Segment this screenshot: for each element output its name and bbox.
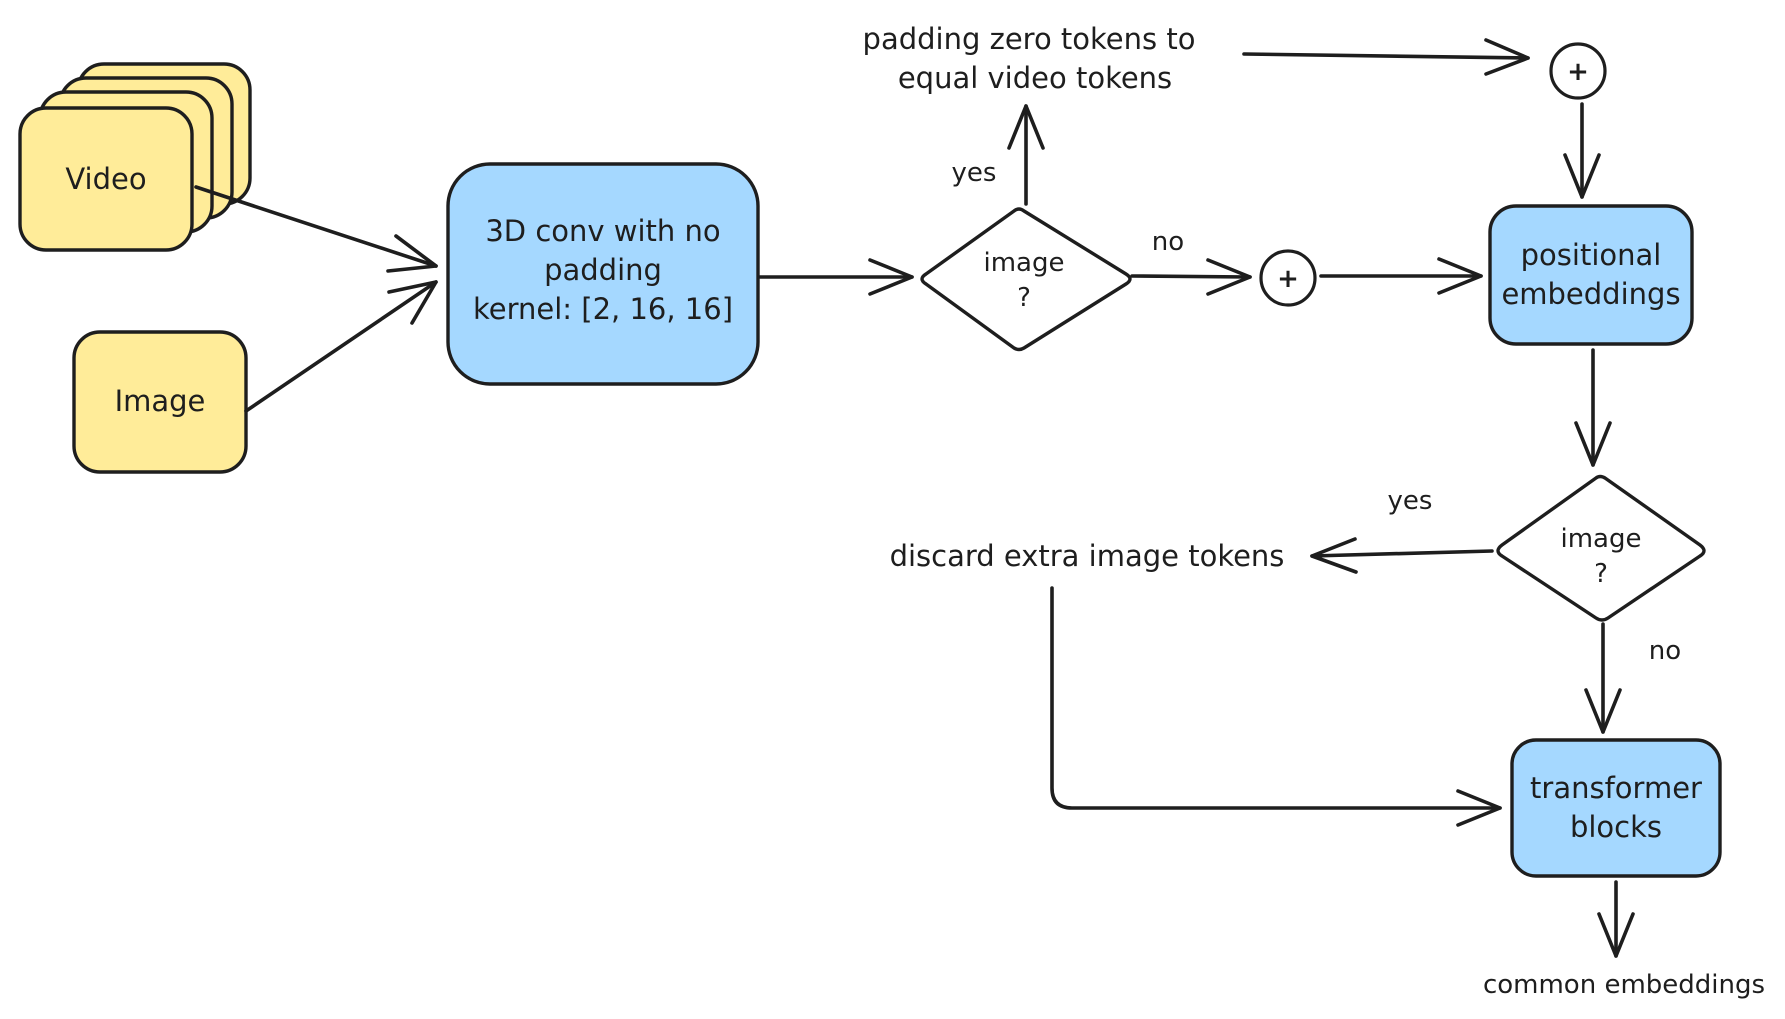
positional-label-line-2: embeddings <box>1501 277 1680 311</box>
plus-top-label: + <box>1567 57 1589 87</box>
edge-plus-mid-to-positional <box>1319 257 1483 295</box>
edge-positional-to-decision-2 <box>1574 348 1612 467</box>
edge-discard-to-transformer <box>1050 586 1502 827</box>
transformer-box <box>1510 738 1722 878</box>
edge-label-decision-2-yes: yes <box>1388 486 1433 516</box>
conv-node: 3D conv with no padding kernel: [2, 16, … <box>446 162 760 386</box>
edge-decision-2-no-to-transformer <box>1584 622 1622 734</box>
video-node: Video <box>18 62 252 252</box>
edge-conv-to-decision-1 <box>758 258 914 296</box>
positional-box <box>1488 204 1694 346</box>
video-label: Video <box>65 162 146 196</box>
decision-1-label-line-2: ? <box>1017 283 1031 313</box>
output-label: common embeddings <box>1483 970 1765 1000</box>
edge-label-decision-1-yes: yes <box>952 158 997 188</box>
decision-1-node: image ? <box>920 207 1132 352</box>
conv-label-line-3: kernel: [2, 16, 16] <box>473 292 733 326</box>
positional-label-line-1: positional <box>1521 238 1662 272</box>
conv-box <box>446 162 760 386</box>
discard-note: discard extra image tokens <box>890 539 1285 573</box>
edge-decision-2-yes-to-discard <box>1310 537 1494 574</box>
decision-2-diamond <box>1496 474 1706 622</box>
transformer-label-line-1: transformer <box>1530 771 1702 805</box>
plus-mid-label: + <box>1277 264 1299 294</box>
edge-transformer-to-output <box>1597 880 1635 958</box>
transformer-label-line-2: blocks <box>1570 810 1662 844</box>
edge-decision-1-no-to-plus <box>1130 258 1252 296</box>
image-input-box <box>72 330 248 474</box>
plus-junction-mid: + <box>1259 249 1317 307</box>
edge-label-decision-2-no: no <box>1649 636 1681 666</box>
edge-video-to-conv <box>194 185 438 273</box>
plus-junction-top: + <box>1549 42 1607 100</box>
decision-1-diamond <box>920 207 1132 352</box>
decision-2-label-line-2: ? <box>1594 559 1608 589</box>
plus-top-circle <box>1549 42 1607 100</box>
edge-decision-1-yes-up <box>1007 104 1045 206</box>
image-input-label: Image <box>115 384 206 418</box>
positional-node: positional embeddings <box>1488 204 1694 346</box>
decision-2-label-line-1: image <box>1561 524 1642 554</box>
decision-1-label-line-1: image <box>984 248 1065 278</box>
edge-image-to-conv <box>244 280 438 413</box>
video-stack-front <box>18 106 194 252</box>
edge-label-decision-1-no: no <box>1152 227 1184 257</box>
image-input-node: Image <box>72 330 248 474</box>
transformer-node: transformer blocks <box>1510 738 1722 878</box>
padding-note-line-2: equal video tokens <box>898 61 1172 95</box>
conv-label-line-2: padding <box>544 253 662 287</box>
edge-plus-top-to-positional <box>1563 102 1601 199</box>
plus-mid-circle <box>1259 249 1317 307</box>
padding-note: padding zero tokens to equal video token… <box>863 22 1196 95</box>
padding-note-line-1: padding zero tokens to <box>863 22 1196 56</box>
conv-label-line-1: 3D conv with no <box>485 214 720 248</box>
edge-padding-to-plus-top <box>1242 38 1530 76</box>
decision-2-node: image ? <box>1496 474 1706 622</box>
